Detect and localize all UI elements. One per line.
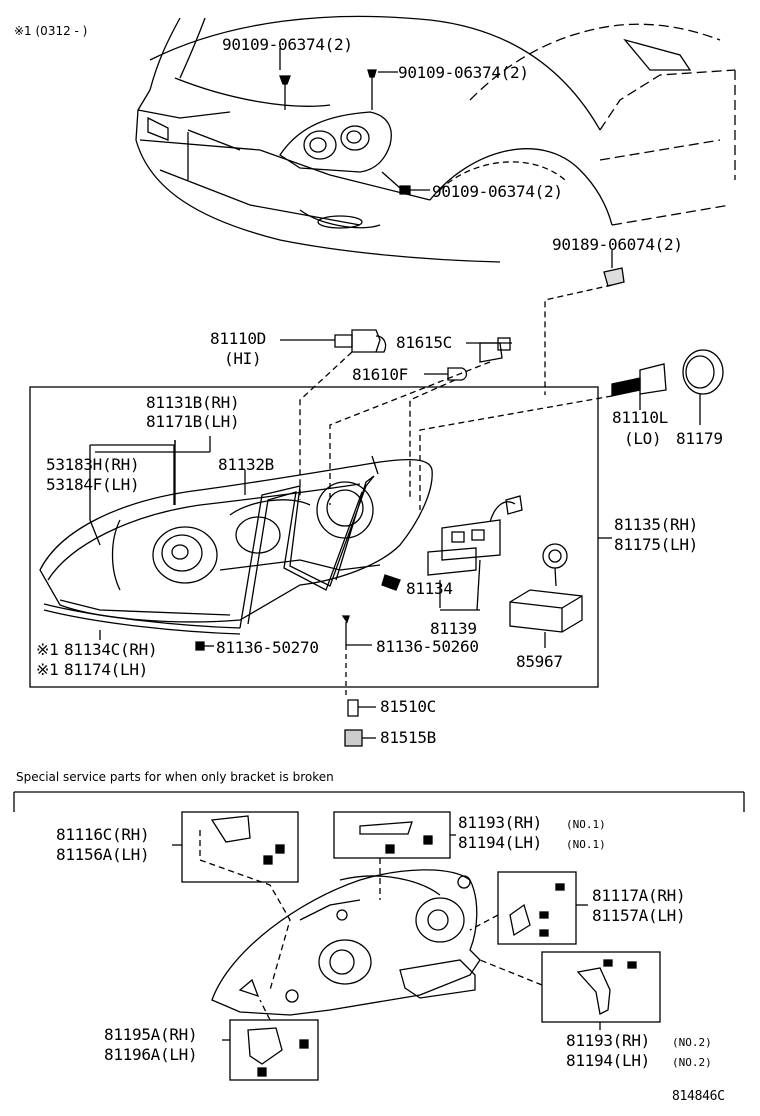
label-lens-lh: 53184F(LH): [46, 475, 140, 494]
label-clip: 90189-06074(2): [552, 235, 683, 254]
mark-note-2: ※1: [36, 660, 59, 679]
label-lens-rh: 53183H(RH): [46, 455, 140, 474]
headlamp-assembly: [39, 436, 583, 747]
label-gasket-lh: 81174(LH): [64, 660, 148, 679]
label-screw-a: 81136-50270: [216, 638, 319, 657]
label-br-157-lh: 81157A(LH): [592, 906, 686, 925]
label-bolt-lower: 90109-06374(2): [432, 182, 563, 201]
label-bracket-132: 81132B: [218, 455, 274, 474]
label-81139: 81139: [430, 619, 477, 638]
label-81134: 81134: [406, 579, 453, 598]
label-no2-a: (NO.2): [672, 1036, 712, 1049]
section-note: Special service parts for when only brac…: [16, 770, 334, 784]
label-screw-b: 81136-50260: [376, 637, 479, 656]
label-bolt-top-left: 90109-06374(2): [222, 35, 353, 54]
label-br-196-lh: 81196A(LH): [104, 1045, 198, 1064]
label-bulb-side: 81510C: [380, 697, 436, 716]
label-socket-side: 81515B: [380, 728, 436, 747]
header-note: ※1 (0312 - ): [14, 24, 88, 38]
label-br-193-rh-1: 81193(RH): [458, 813, 542, 832]
bolt-icons-top: [279, 48, 625, 395]
label-br-194-lh-1: 81194(LH): [458, 833, 542, 852]
label-no1-a: (NO.1): [566, 818, 606, 831]
label-ballast: 85967: [516, 652, 563, 671]
label-bulb-lo-note: (LO): [624, 429, 662, 448]
headlamp-on-car: [279, 111, 392, 173]
label-br-195-rh: 81195A(RH): [104, 1025, 198, 1044]
label-bolt-top-right: 90109-06374(2): [398, 63, 529, 82]
car-body-outline: [135, 15, 736, 263]
label-br-193-rh-2: 81193(RH): [566, 1031, 650, 1050]
label-unit-rh: 81131B(RH): [146, 393, 240, 412]
label-assy-rh: 81135(RH): [614, 515, 698, 534]
label-no2-b: (NO.2): [672, 1056, 712, 1069]
label-bulb-hi-note: (HI): [224, 349, 262, 368]
label-unit-lh: 81171B(LH): [146, 412, 240, 431]
label-br-116-rh: 81116C(RH): [56, 825, 150, 844]
label-no1-b: (NO.1): [566, 838, 606, 851]
label-assy-lh: 81175(LH): [614, 535, 698, 554]
label-br-194-lh-2: 81194(LH): [566, 1051, 650, 1070]
label-gasket-rh: 81134C(RH): [64, 640, 158, 659]
label-socket: 81615C: [396, 333, 452, 352]
bulb-components: [280, 329, 724, 510]
mark-note-1: ※1: [36, 640, 59, 659]
assembly-frame: [29, 386, 599, 688]
label-br-117-rh: 81117A(RH): [592, 886, 686, 905]
label-bulb-hi: 81110D: [210, 329, 266, 348]
diagram-id: 814846C: [672, 1089, 725, 1104]
label-bulb-small: 81610F: [352, 365, 408, 384]
label-bulb-lo: 81110L: [612, 408, 668, 427]
service-bracket-section: [13, 791, 745, 1081]
label-cap: 81179: [676, 429, 723, 448]
label-br-156-lh: 81156A(LH): [56, 845, 150, 864]
